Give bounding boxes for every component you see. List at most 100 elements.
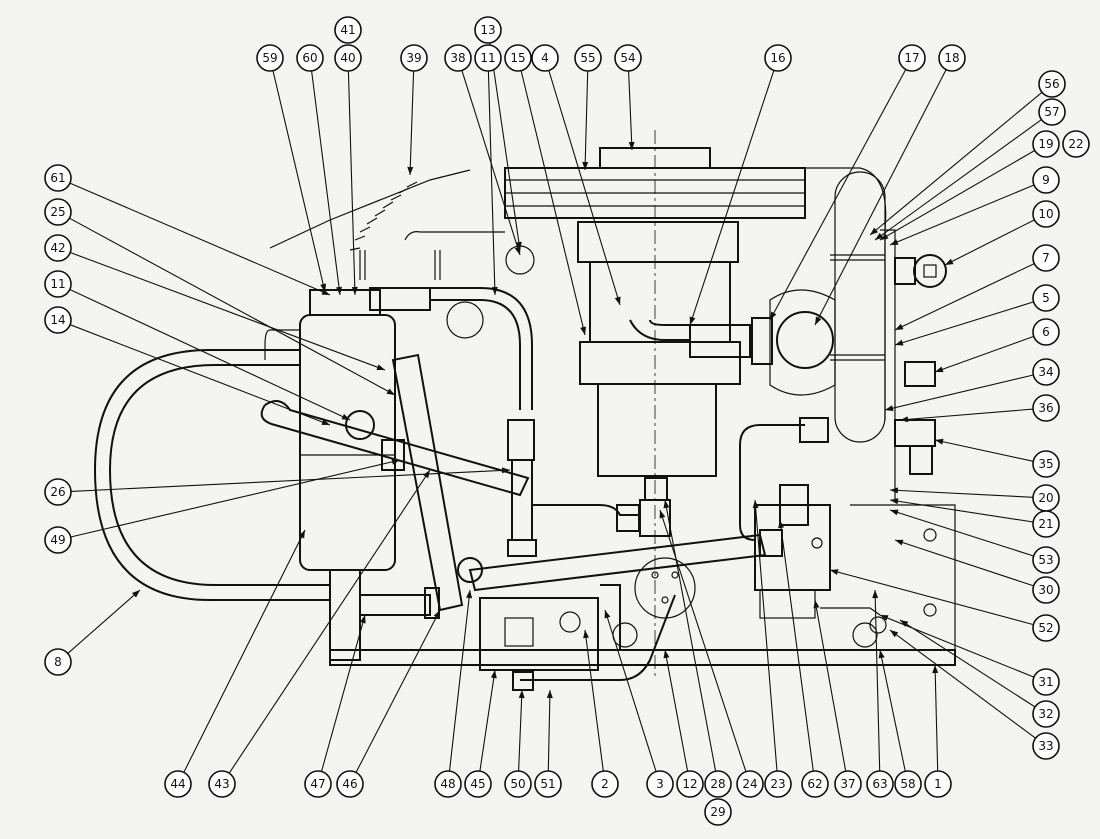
callout-label: 9 <box>1042 173 1050 187</box>
intercooler-fins <box>830 254 885 361</box>
callout-leader-35 <box>934 439 1034 462</box>
callout-leader-44 <box>183 529 306 773</box>
callout-ring <box>44 306 72 334</box>
callout-leader-28 <box>664 499 717 772</box>
plate-bolt <box>661 596 669 604</box>
callout-label: 63 <box>872 777 887 791</box>
callout-4: 4 <box>531 44 559 72</box>
callout-ring <box>44 526 72 554</box>
callout-label: 45 <box>470 777 485 791</box>
callout-leader-51 <box>547 689 551 772</box>
callout-arrowhead <box>391 458 400 465</box>
switch-line <box>820 607 881 616</box>
callout-leader-19 <box>879 150 1035 241</box>
air-receiver <box>299 314 396 571</box>
callout-62: 62 <box>801 770 829 798</box>
callout-arrowhead <box>900 620 909 627</box>
inlet-tube-nut <box>759 529 783 557</box>
callout-label: 20 <box>1038 491 1053 505</box>
callout-label: 24 <box>742 777 757 791</box>
callout-34: 34 <box>1032 358 1060 386</box>
callout-ring <box>44 198 72 226</box>
callout-33: 33 <box>1032 732 1060 760</box>
callout-ring <box>334 16 362 44</box>
callout-ring <box>1032 510 1060 538</box>
callout-50: 50 <box>504 770 532 798</box>
callout-arrowhead <box>935 438 944 445</box>
callout-leader-40 <box>347 70 356 296</box>
callout-38: 38 <box>444 44 472 72</box>
callout-arrowhead <box>341 413 350 420</box>
callout-leader-63 <box>874 589 881 772</box>
callout-ring <box>504 44 532 72</box>
callout-arrowhead <box>900 416 909 423</box>
callout-43: 43 <box>208 770 236 798</box>
callout-arrowhead <box>518 690 525 699</box>
callout-arrowhead <box>580 326 586 335</box>
callout-leader-13 <box>489 42 521 251</box>
callout-label: 3 <box>656 777 664 791</box>
check-valve-inline <box>507 419 535 461</box>
governor-block <box>479 597 599 671</box>
callout-leader-42 <box>70 251 386 371</box>
callout-arrowhead <box>890 239 899 245</box>
callout-leader-25 <box>69 217 396 396</box>
callout-label: 58 <box>900 777 915 791</box>
bolt-hole <box>923 603 937 617</box>
cross-fitting-top <box>644 477 668 501</box>
callout-label: 43 <box>214 777 229 791</box>
callout-ring <box>44 234 72 262</box>
callout-ring <box>336 770 364 798</box>
callout-leader-61 <box>69 182 331 296</box>
callout-arrowhead <box>895 339 904 346</box>
callout-leader-31 <box>879 614 1035 678</box>
inlet-tube-end <box>457 557 483 583</box>
vent-line <box>269 169 471 249</box>
callout-42: 42 <box>44 234 72 262</box>
callout-46: 46 <box>336 770 364 798</box>
callout-leader-5 <box>894 301 1034 346</box>
callout-23: 23 <box>764 770 792 798</box>
callout-arrowhead <box>321 419 330 425</box>
gauge-face <box>923 264 937 278</box>
callout-ring <box>736 770 764 798</box>
callout-ring <box>704 770 732 798</box>
callout-6: 6 <box>1032 318 1060 346</box>
callout-ring <box>676 770 704 798</box>
callout-arrowhead <box>870 227 879 235</box>
callout-ring <box>704 798 732 826</box>
callout-14: 14 <box>44 306 72 334</box>
callout-arrowhead <box>628 141 635 150</box>
callout-37: 37 <box>834 770 862 798</box>
top-nipple <box>369 287 431 311</box>
callout-arrowhead <box>663 500 670 509</box>
cooling-loop-outer <box>93 349 330 601</box>
callout-52: 52 <box>1032 614 1060 642</box>
drain-line <box>520 594 676 681</box>
callout-leader-32 <box>899 619 1036 708</box>
callout-leader-20 <box>889 489 1034 498</box>
callout-label: 7 <box>1042 251 1050 265</box>
valve-plate <box>634 557 696 619</box>
callout-20: 20 <box>1032 484 1060 512</box>
bolt-hole <box>923 528 937 542</box>
callout-ring <box>208 770 236 798</box>
callout-label: 1 <box>934 777 942 791</box>
compressor-flange <box>579 341 741 385</box>
callout-leader-15 <box>520 70 586 336</box>
governor-port <box>559 611 581 633</box>
callout-arrowhead <box>895 539 904 546</box>
callout-leader-33 <box>889 629 1036 739</box>
callout-label: 40 <box>340 51 355 65</box>
callout-arrowhead <box>320 283 327 292</box>
callout-ring <box>1032 394 1060 422</box>
frame-right <box>880 229 896 500</box>
callout-ring <box>44 478 72 506</box>
callout-arrowhead <box>351 286 358 295</box>
callout-label: 4 <box>541 51 549 65</box>
callout-49: 49 <box>44 526 72 554</box>
callout-44: 44 <box>164 770 192 798</box>
callout-label: 29 <box>710 805 725 819</box>
